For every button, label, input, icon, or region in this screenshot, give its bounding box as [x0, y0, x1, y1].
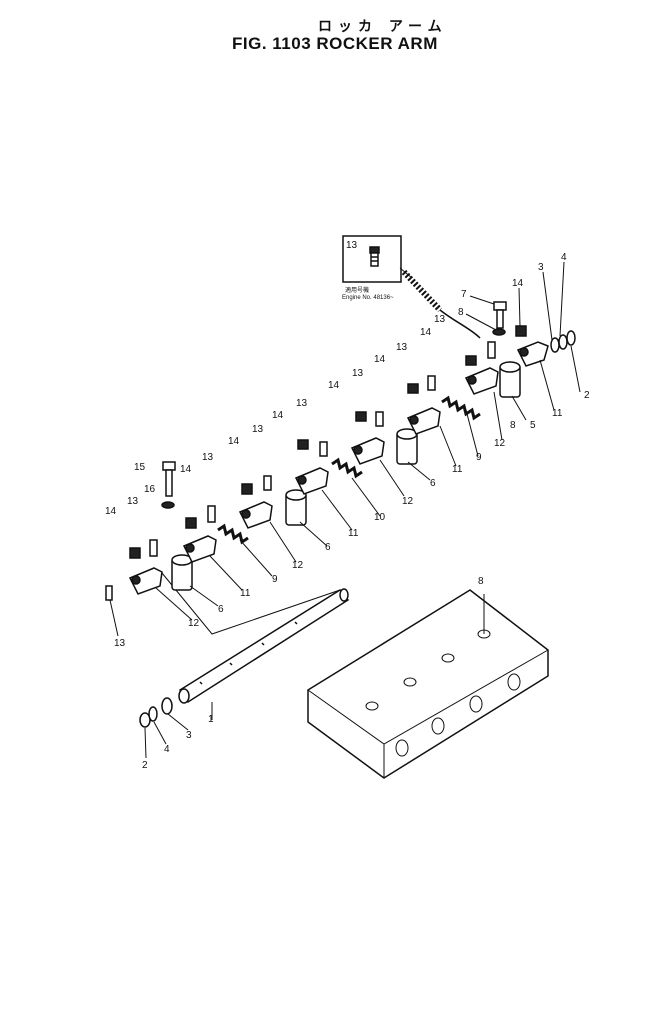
callout-label: 14 [374, 354, 386, 365]
callout-label: 8 [510, 420, 516, 431]
inset-label: 13 [346, 240, 358, 251]
bolt-7 [493, 301, 507, 329]
shaft-end-plug-right [550, 330, 576, 353]
callout-label: 13 [202, 452, 214, 463]
callout-label: 5 [530, 420, 536, 431]
washer-16 [161, 501, 175, 509]
callout-label: 13 [114, 638, 126, 649]
bolt-15 [162, 461, 176, 497]
callout-label: 2 [142, 760, 148, 771]
callout-label: 11 [452, 464, 463, 475]
rocker-support-6c [171, 554, 193, 591]
callout-label: 14 [420, 327, 432, 338]
callout-label: 4 [164, 744, 170, 755]
rocker-arm-mid-3 [294, 467, 329, 495]
cylinder-head [307, 589, 549, 779]
rocker-shaft [178, 588, 350, 704]
spring-9a [441, 395, 481, 421]
callout-label: 10 [374, 512, 386, 523]
callout-label: 15 [134, 462, 146, 473]
callout-label: 3 [186, 730, 192, 741]
callout-label: 8 [478, 576, 484, 587]
rocker-arm-right-2 [464, 367, 499, 395]
inset-note-japanese: 適用号機 [345, 286, 369, 294]
callout-label: 12 [402, 496, 414, 507]
rocker-support-6b [285, 489, 307, 526]
callout-label: 12 [494, 438, 506, 449]
rocker-arm-left-1 [182, 535, 217, 563]
rocker-arm-left-2 [128, 567, 163, 595]
callout-label: 13 [352, 368, 364, 379]
callout-label: 11 [348, 528, 359, 539]
shaft-end-plug-left [139, 697, 173, 728]
callout-label: 9 [476, 452, 482, 463]
rocker-arm-mid-1 [406, 407, 441, 435]
rocker-support-5 [499, 361, 521, 398]
callouts: 4 3 14 7 8 13 14 2 11 5 8 12 13 14 9 13 … [105, 252, 590, 771]
inset-bolt-icon [369, 246, 380, 267]
leader-lines [109, 261, 581, 759]
inset-engine-number: Engine No. 48136~ [342, 295, 394, 301]
rocker-support-6a [396, 428, 418, 465]
washer-8 [492, 328, 506, 336]
spring-9b [217, 523, 249, 545]
callout-label: 6 [325, 542, 331, 553]
oil-pipe [401, 269, 481, 339]
callout-label: 14 [105, 506, 117, 517]
callout-label: 8 [458, 307, 464, 318]
figure-title: FIG. 1103 ROCKER ARM [232, 34, 438, 53]
rocker-arm-mid-2 [350, 437, 385, 465]
spring-10 [331, 457, 363, 479]
callout-label: 7 [461, 289, 467, 300]
callout-label: 14 [272, 410, 284, 421]
callout-label: 11 [240, 588, 251, 599]
callout-label: 14 [328, 380, 340, 391]
figure-title-japanese: ロッカ アーム [318, 19, 448, 35]
rocker-arm-mid-4 [238, 501, 273, 529]
callout-label: 9 [272, 574, 278, 585]
inset-box: 13 [342, 235, 402, 283]
callout-label: 16 [144, 484, 156, 495]
callout-label: 13 [127, 496, 139, 507]
callout-label: 13 [252, 424, 264, 435]
callout-label: 14 [512, 278, 524, 289]
callout-label: 14 [228, 436, 240, 447]
callout-label: 6 [218, 604, 224, 615]
callout-label: 13 [434, 314, 446, 325]
lock-nuts [129, 325, 527, 559]
callout-label: 14 [180, 464, 192, 475]
callout-label: 13 [396, 342, 408, 353]
callout-label: 13 [296, 398, 308, 409]
callout-label: 2 [584, 390, 590, 401]
callout-label: 4 [561, 252, 567, 263]
adjusting-screws [105, 341, 496, 601]
callout-label: 11 [552, 408, 563, 419]
callout-label: 6 [430, 478, 436, 489]
callout-label: 1 [208, 714, 214, 725]
callout-label: 12 [188, 618, 200, 629]
rocker-arm-right-1 [516, 341, 549, 367]
callout-label: 3 [538, 262, 544, 273]
callout-label: 12 [292, 560, 304, 571]
